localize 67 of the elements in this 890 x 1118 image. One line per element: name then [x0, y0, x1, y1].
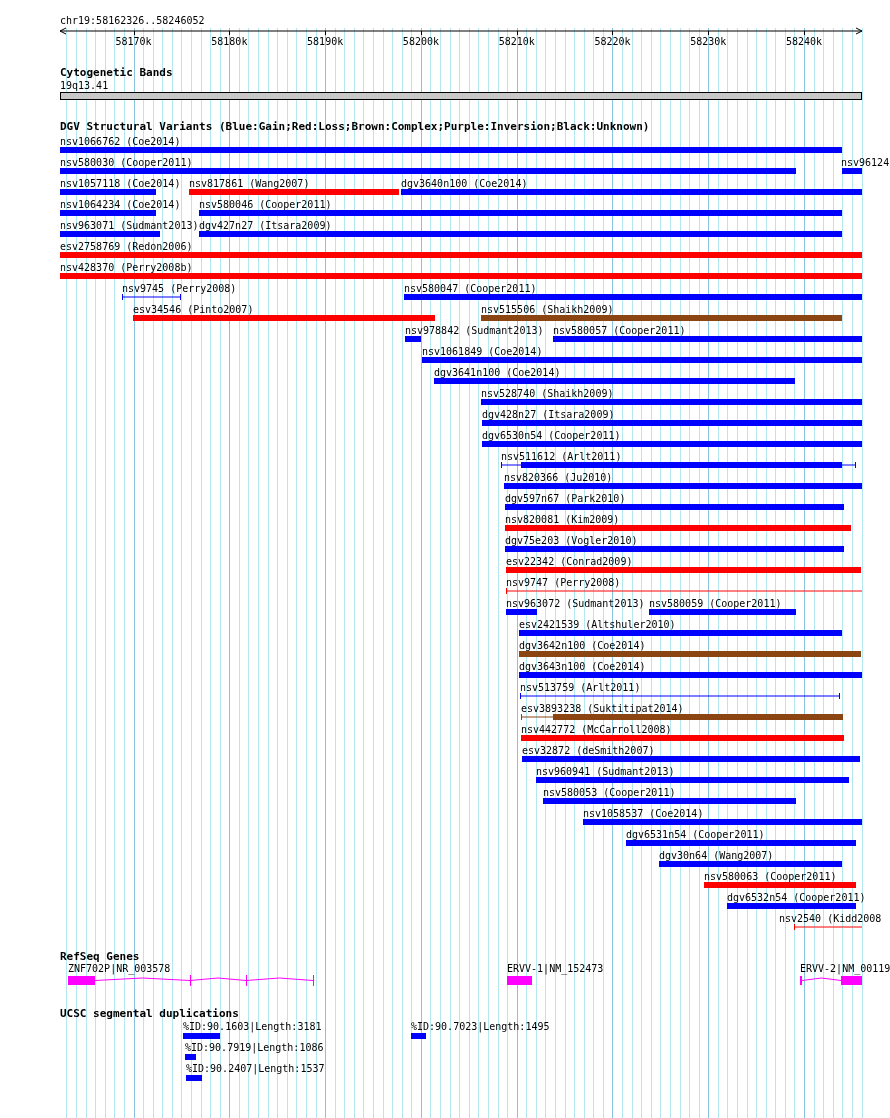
variant-label: dgv3643n100 (Coe2014) [519, 661, 647, 672]
variant-label: dgv6532n54 (Cooper2011) [727, 892, 866, 903]
tick-label: 58210k [498, 36, 535, 47]
track-heading: Cytogenetic Bands [60, 67, 173, 78]
tick-label: 58230k [690, 36, 727, 47]
variant-label: dgv3641n100 (Coe2014) [434, 367, 562, 378]
variant-label: esv2421539 (Altshuler2010) [519, 619, 677, 630]
variant-label: nsv963071 (Sudmant2013) [60, 220, 199, 231]
gene-label: ERVV-1|NM_152473 [507, 963, 604, 974]
duplication-label: %ID:90.2407|Length:1537 [186, 1063, 325, 1074]
tick-label: 58200k [402, 36, 439, 47]
variant-label: nsv513759 (Arlt2011) [520, 682, 642, 693]
variant-label: nsv817861 (Wang2007) [189, 178, 311, 189]
variant-label: dgv427n27 (Itsara2009) [199, 220, 333, 231]
variant-label: esv2758769 (Redon2006) [60, 241, 194, 252]
variant-label: dgv6530n54 (Cooper2011) [482, 430, 622, 441]
variant-label: nsv580047 (Cooper2011) [404, 283, 538, 294]
variant-label: nsv580059 (Cooper2011) [649, 598, 783, 609]
variant-label: nsv2540 (Kidd2008 [779, 913, 882, 924]
variant-label: nsv820366 (Ju2010) [504, 472, 614, 483]
variant-label: esv22342 (Conrad2009) [506, 556, 634, 567]
variant-label: nsv96124 [841, 157, 890, 168]
gene-label: ERVV-2|NM_00119 [800, 963, 890, 974]
track-heading: UCSC segmental duplications [60, 1008, 239, 1019]
tick-label: 58190k [307, 36, 344, 47]
variant-label: dgv597n67 (Park2010) [505, 493, 627, 504]
duplication-label: %ID:90.7919|Length:1086 [185, 1042, 324, 1053]
tick-label: 58170k [115, 36, 152, 47]
variant-label: dgv3640n100 (Coe2014) [401, 178, 529, 189]
variant-label: nsv1057118 (Coe2014) [60, 178, 181, 189]
variant-label: nsv1058537 (Coe2014) [583, 808, 705, 819]
tick-label: 58240k [786, 36, 822, 47]
tick-label: 58220k [594, 36, 631, 47]
variant-label: esv34546 (Pinto2007) [133, 304, 255, 315]
variant-label: nsv580063 (Cooper2011) [704, 871, 838, 882]
variant-label: nsv515506 (Shaikh2009) [481, 304, 615, 315]
variant-label: nsv963072 (Sudmant2013) [506, 598, 645, 609]
coordinate-title: chr19:58162326..58246052 [60, 15, 205, 26]
gene-label: ZNF702P|NR_003578 [68, 963, 172, 974]
variant-label: nsv442772 (McCarroll2008) [521, 724, 673, 735]
variant-label: nsv1061849 (Coe2014) [422, 346, 544, 357]
variant-label: esv32872 (deSmith2007) [522, 745, 656, 756]
variant-label: nsv580057 (Cooper2011) [553, 325, 687, 336]
variant-label: dgv30n64 (Wang2007) [659, 850, 775, 861]
variant-label: nsv9745 (Perry2008) [122, 283, 237, 294]
variant-label: nsv428370 (Perry2008b) [60, 262, 194, 273]
variant-label: nsv9747 (Perry2008) [506, 577, 622, 588]
variant-label: nsv580053 (Cooper2011) [543, 787, 677, 798]
variant-label: esv3893238 (Suktitipat2014) [521, 703, 685, 714]
track-heading: DGV Structural Variants (Blue:Gain;Red:Loss;Brown:Complex;Purple:Inversion;Black:Unknown) [60, 121, 650, 132]
variant-label: nsv1064234 (Coe2014) [60, 199, 181, 210]
variant-label: nsv580046 (Cooper2011) [199, 199, 333, 210]
duplication-label: %ID:90.1603|Length:3181 [183, 1021, 322, 1032]
variant-label: nsv1066762 (Coe2014) [60, 136, 182, 147]
duplication-label: %ID:90.7023|Length:1495 [411, 1021, 550, 1032]
variant-label: nsv978842 (Sudmant2013) [405, 325, 544, 336]
variant-label: dgv428n27 (Itsara2009) [482, 409, 616, 420]
variant-label: dgv3642n100 (Coe2014) [519, 640, 647, 651]
tick-label: 58180k [211, 36, 248, 47]
variant-label: nsv820081 (Kim2009) [505, 514, 621, 525]
variant-label: nsv960941 (Sudmant2013) [536, 766, 676, 777]
variant-label: dgv6531n54 (Cooper2011) [626, 829, 766, 840]
variant-label: nsv580030 (Cooper2011) [60, 157, 194, 168]
variant-label: nsv528740 (Shaikh2009) [481, 388, 615, 399]
variant-label: dgv75e203 (Vogler2010) [505, 535, 639, 546]
variant-label: nsv511612 (Arlt2011) [501, 451, 623, 462]
band-label: 19q13.41 [60, 80, 110, 91]
